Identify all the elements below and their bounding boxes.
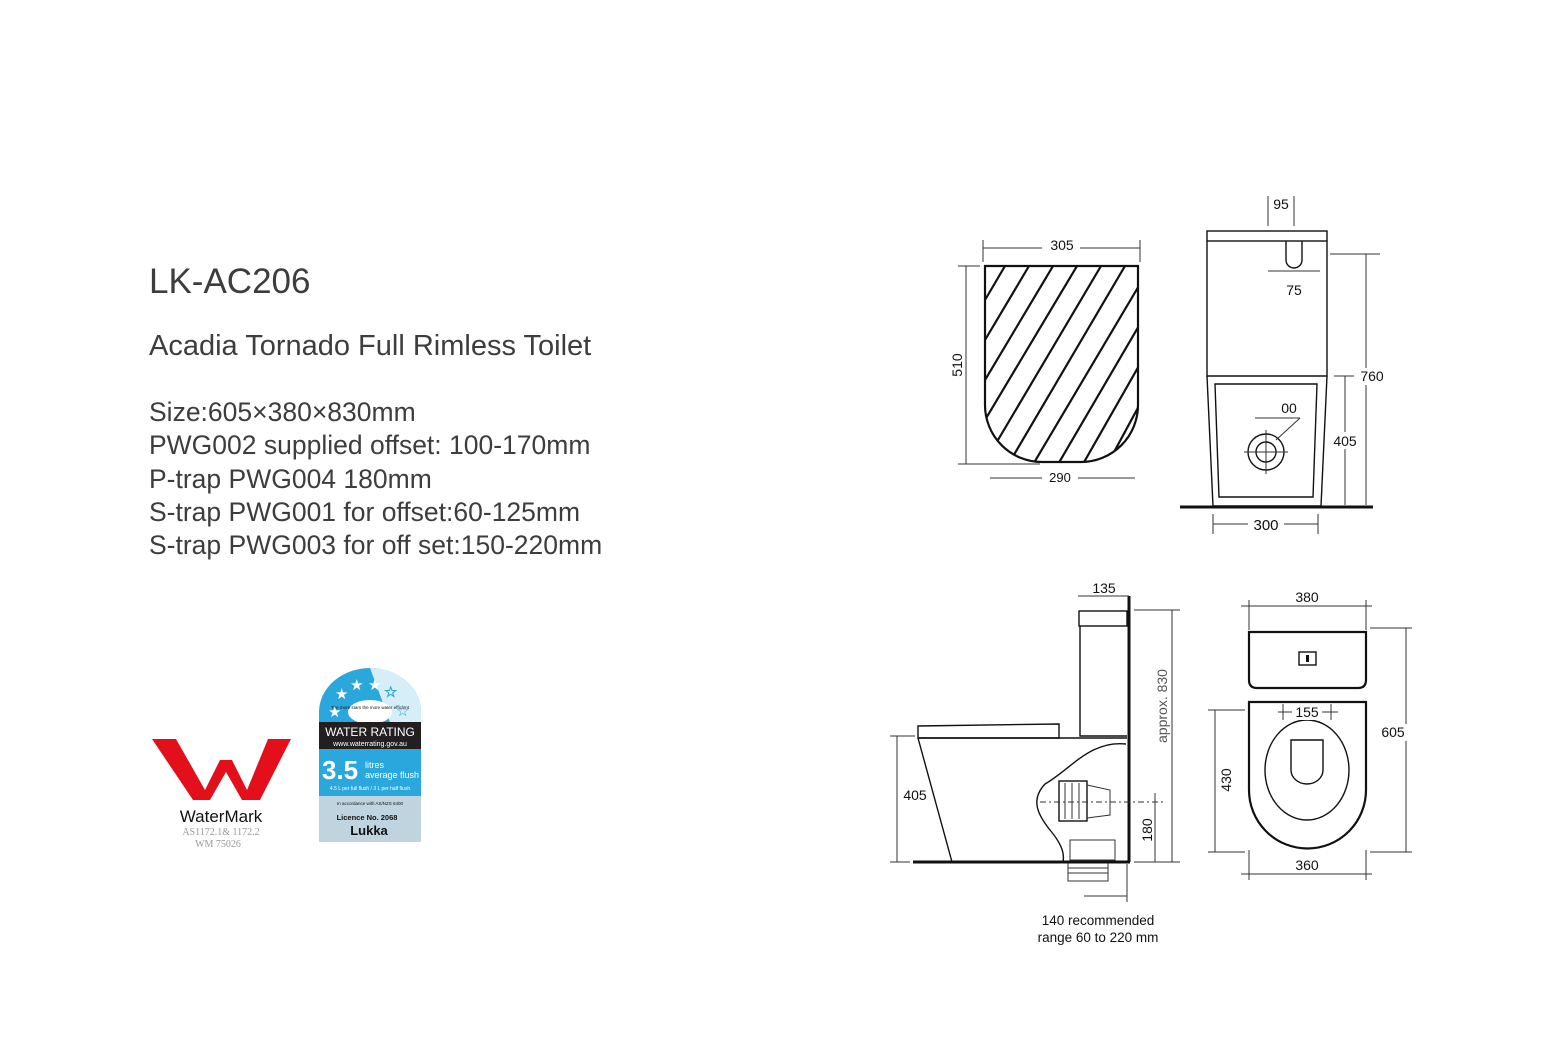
- offset-note-1: 140 recommended: [1042, 913, 1155, 928]
- svg-text:☆: ☆: [384, 684, 397, 701]
- brand-name: Lukka: [350, 823, 388, 838]
- spec-ptrap: P-trap PWG004 180mm: [149, 463, 432, 494]
- front-view-drawing: 00 95 75 760 405 300: [1180, 196, 1388, 534]
- spec-strap-2: S-trap PWG003 for off set:150-220mm: [149, 530, 603, 561]
- dim-seat-depth: 510: [949, 353, 965, 377]
- dim-button: 95: [1273, 196, 1289, 212]
- dim-seat-bottom: 290: [1049, 470, 1071, 485]
- watermark-w-icon: [152, 739, 291, 800]
- svg-text:★: ★: [368, 677, 381, 694]
- watermark-standard: AS1172.1& 1172.2: [182, 827, 259, 838]
- stars-caption: The more stars the more water efficient: [331, 705, 410, 710]
- dim-outlet-label: 00: [1281, 400, 1297, 416]
- flush-value: 3.5: [322, 755, 358, 785]
- licence-number: Licence No. 2068: [337, 813, 398, 822]
- dim-tank-depth: 135: [1092, 580, 1116, 596]
- dim-plan-base: 360: [1295, 857, 1319, 873]
- offset-note-2: range 60 to 220 mm: [1038, 930, 1159, 945]
- dim-trap-height: 180: [1139, 818, 1155, 842]
- rating-standard: In accordance with AS/NZS 6400: [337, 801, 404, 806]
- watermark-label: WaterMark: [180, 807, 263, 826]
- watermark-number: WM 75026: [195, 839, 241, 850]
- dim-outlet-width: 75: [1286, 282, 1302, 298]
- flush-unit-2: average flush: [365, 770, 419, 780]
- model-number: LK-AC206: [149, 262, 311, 301]
- spec-list: Size:605×380×830mm PWG002 supplied offse…: [149, 396, 602, 562]
- dim-outlet-height: 405: [1333, 433, 1357, 449]
- product-name: Acadia Tornado Full Rimless Toilet: [149, 330, 592, 362]
- dim-plan-width: 380: [1295, 589, 1319, 605]
- dim-inlet: 155: [1295, 704, 1319, 720]
- flush-button-icon: [1306, 655, 1309, 662]
- dim-height: 760: [1360, 368, 1384, 384]
- dim-bowl-length: 430: [1218, 768, 1234, 792]
- water-rating-title: WATER RATING: [325, 725, 415, 739]
- svg-text:★: ★: [335, 686, 348, 703]
- plan-view-drawing: 380 155 605 430 360: [1208, 589, 1412, 880]
- watermark-logo: WaterMark AS1172.1& 1172.2 WM 75026: [152, 739, 291, 850]
- spec-offset: PWG002 supplied offset: 100-170mm: [149, 430, 591, 461]
- spec-size: Size:605×380×830mm: [149, 397, 416, 427]
- svg-text:★: ★: [328, 704, 341, 721]
- star-icons: ★★ ★★ ☆☆: [328, 677, 409, 721]
- dim-plan-length: 605: [1381, 724, 1405, 740]
- side-view-drawing: 135 approx. 830 405 180 140 recommended …: [890, 580, 1180, 945]
- dim-seat-height: 405: [903, 787, 927, 803]
- dim-base-width: 300: [1253, 517, 1278, 534]
- water-rating-label: The more stars the more water efficient …: [319, 668, 421, 842]
- svg-text:☆: ☆: [396, 703, 409, 720]
- seat-top-view-drawing: 305 510 290: [949, 236, 1141, 485]
- dim-total-height: approx. 830: [1154, 669, 1170, 743]
- flush-detail: 4.5 L per full flush / 3 L per half flus…: [330, 786, 410, 792]
- flush-unit: litres: [365, 760, 385, 770]
- spec-strap-1: S-trap PWG001 for offset:60-125mm: [149, 496, 581, 527]
- svg-text:★: ★: [350, 677, 363, 694]
- water-rating-url: www.waterrating.gov.au: [332, 741, 407, 748]
- dim-seat-width: 305: [1050, 237, 1074, 253]
